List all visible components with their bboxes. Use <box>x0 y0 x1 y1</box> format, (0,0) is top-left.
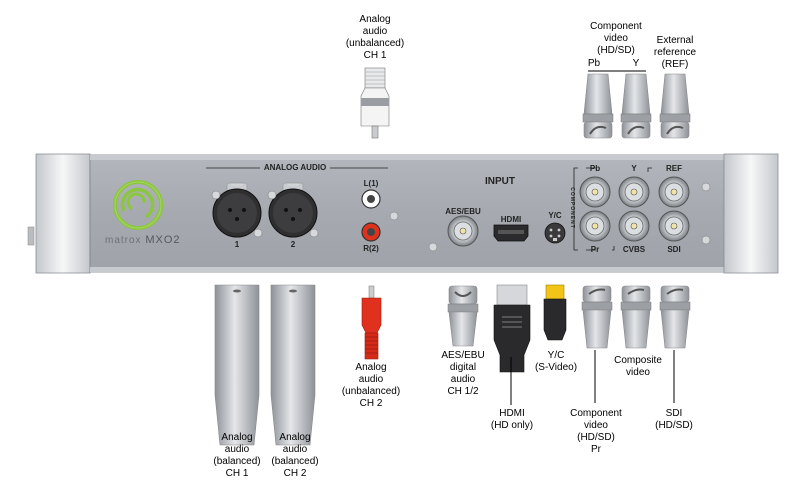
left-end-cap <box>35 153 91 274</box>
bnc-plug-ref <box>659 73 691 139</box>
panel-label-push-1: PUSH <box>231 182 243 187</box>
panel-label-ref: REF <box>666 164 682 173</box>
bnc-plug-aes <box>447 285 479 347</box>
rear-panel <box>89 154 725 273</box>
panel-label-hdmi: HDMI <box>500 215 522 224</box>
bnc-port-aes-ebu <box>447 215 479 247</box>
xlr-plug-ch2 <box>270 284 316 446</box>
callout-external-ref: External reference (REF) <box>653 35 697 70</box>
rca-jack-left <box>361 189 381 209</box>
rca-jack-right <box>361 222 381 242</box>
callout-analog-unbalanced-ch2: Analog audio (unbalanced) CH 2 <box>341 362 401 409</box>
panel-label-analog-audio: ANALOG AUDIO <box>263 163 327 172</box>
bnc-port-sdi <box>658 210 690 242</box>
callout-analog-unbalanced-ch1: Analog audio (unbalanced) CH 1 <box>345 14 405 61</box>
rca-plug-white-ch1 <box>360 67 390 139</box>
svideo-plug <box>543 284 567 341</box>
panel-label-yc: Y/C <box>548 211 562 220</box>
hdmi-port <box>493 224 529 242</box>
bnc-port-pb <box>579 176 611 208</box>
panel-label-y: Y <box>631 164 637 173</box>
callout-analog-balanced-ch2: Analog audio (balanced) CH 2 <box>271 432 319 479</box>
callout-analog-balanced-ch1: Analog audio (balanced) CH 1 <box>213 432 261 479</box>
callout-component-pr: Component video (HD/SD) Pr <box>570 408 622 455</box>
bnc-plug-cvbs <box>620 285 652 349</box>
callout-hdmi: HDMI (HD only) <box>490 408 534 431</box>
side-tab <box>27 226 35 246</box>
panel-label-xlr-2: 2 <box>290 240 296 249</box>
panel-label-aes-ebu: AES/EBU <box>445 207 481 216</box>
panel-label-cvbs: CVBS <box>622 245 646 254</box>
callout-yc-svideo: Y/C (S-Video) <box>534 350 578 373</box>
panel-label-input: INPUT <box>485 176 515 187</box>
bnc-plug-pr <box>581 285 613 349</box>
xlr-plug-ch1 <box>214 284 260 446</box>
callout-sdi: SDI (HD/SD) <box>655 408 693 431</box>
brand-name: matrox <box>105 235 142 246</box>
screw-icon <box>701 182 711 192</box>
bnc-port-cvbs <box>618 210 650 242</box>
bnc-port-y <box>618 176 650 208</box>
rca-plug-red-ch2 <box>361 285 382 360</box>
screw-icon <box>428 242 438 252</box>
panel-label-pb: Pb <box>589 164 601 173</box>
callout-sub-y: Y <box>632 58 640 69</box>
panel-label-rca-right: R(2) <box>363 244 379 253</box>
bnc-port-ref <box>658 176 690 208</box>
model-name: MXO2 <box>145 234 181 246</box>
callout-aes-ebu-digital: AES/EBU digital audio CH 1/2 <box>441 350 485 397</box>
panel-label-rca-left: L(1) <box>363 179 379 188</box>
bnc-port-pr <box>579 210 611 242</box>
bnc-plug-y <box>620 73 652 139</box>
right-end-cap <box>723 153 779 274</box>
svideo-port <box>544 222 566 244</box>
screw-icon <box>389 211 399 221</box>
xlr-port-1 <box>211 182 263 238</box>
bnc-plug-pb <box>582 73 614 139</box>
hdmi-plug <box>493 284 531 373</box>
mxo2-device <box>27 153 779 274</box>
panel-label-push-2: PUSH <box>287 182 299 187</box>
callout-composite: Composite video <box>614 355 662 378</box>
panel-label-sdi: SDI <box>667 245 681 254</box>
screw-icon <box>701 235 711 245</box>
callout-sub-pb: Pb <box>587 58 601 69</box>
panel-label-pr: Pr <box>590 245 600 254</box>
callout-component-pb-y: Component video (HD/SD) <box>590 21 642 56</box>
panel-label-component-vertical: COMPONENT <box>569 187 575 229</box>
brand-logo-text: matrox MXO2 <box>105 234 181 246</box>
matrox-logo-swirl-icon <box>113 180 163 230</box>
panel-label-xlr-1: 1 <box>234 240 240 249</box>
bnc-plug-sdi <box>659 285 691 349</box>
xlr-port-2 <box>267 182 319 238</box>
